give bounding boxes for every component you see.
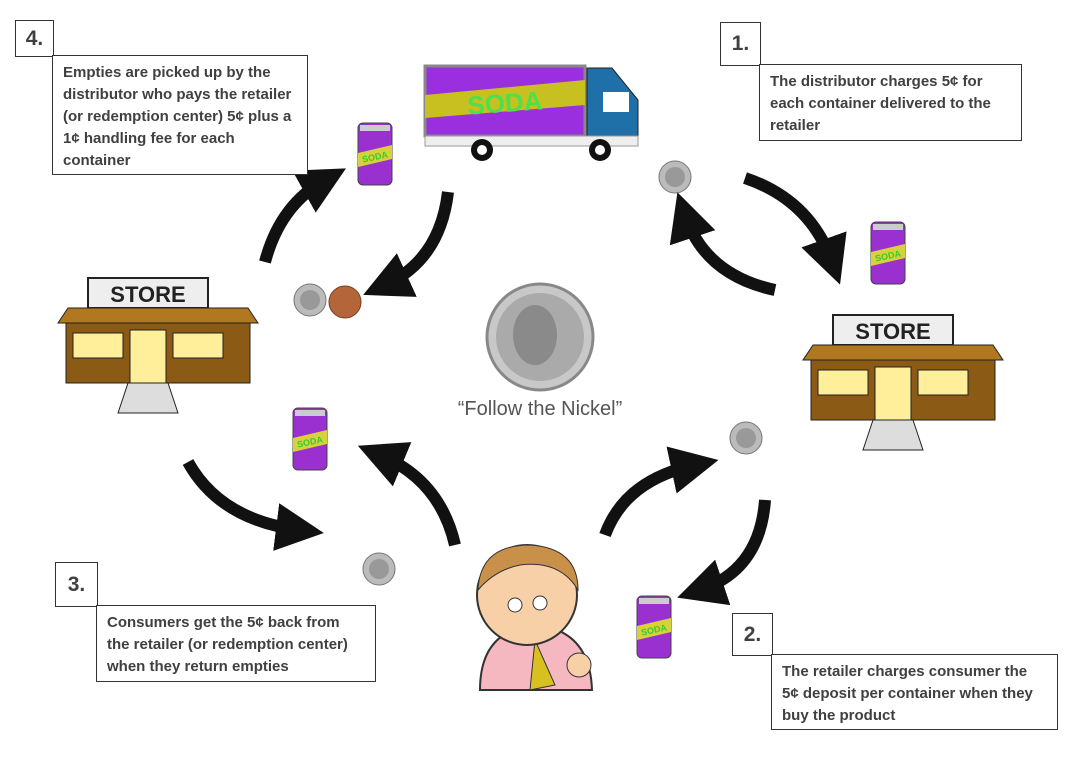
- consumer-person: [476, 544, 594, 691]
- diagram-caption: “Follow the Nickel”: [457, 398, 623, 420]
- step-2-number: 2.: [732, 613, 773, 656]
- store-left-sign: STORE: [110, 282, 185, 307]
- nickel-icon: [658, 160, 692, 194]
- step-3-description: Consumers get the 5¢ back from the retai…: [96, 605, 376, 682]
- soda-truck: SODA: [423, 64, 639, 161]
- penny-icon: [328, 285, 362, 319]
- step-1-number: 1.: [720, 22, 761, 66]
- can-icon: [636, 595, 672, 659]
- nickel-icon: [729, 421, 763, 455]
- nickel-icon: [293, 283, 327, 317]
- big-nickel: [485, 282, 595, 392]
- can-icon: [870, 221, 906, 285]
- can-icon: [357, 122, 393, 186]
- step-2-description: The retailer charges consumer the 5¢ dep…: [771, 654, 1058, 730]
- nickel-icon: [362, 552, 396, 586]
- step-4-description: Empties are picked up by the distributor…: [52, 55, 308, 175]
- step-4-number: 4.: [15, 20, 54, 57]
- svg-text:SODA: SODA: [466, 85, 543, 120]
- store-right-sign: STORE: [855, 319, 930, 344]
- arrows: [182, 168, 847, 606]
- can-icon: [292, 407, 328, 471]
- step-1-description: The distributor charges 5¢ for each cont…: [759, 64, 1022, 141]
- step-3-number: 3.: [55, 562, 98, 607]
